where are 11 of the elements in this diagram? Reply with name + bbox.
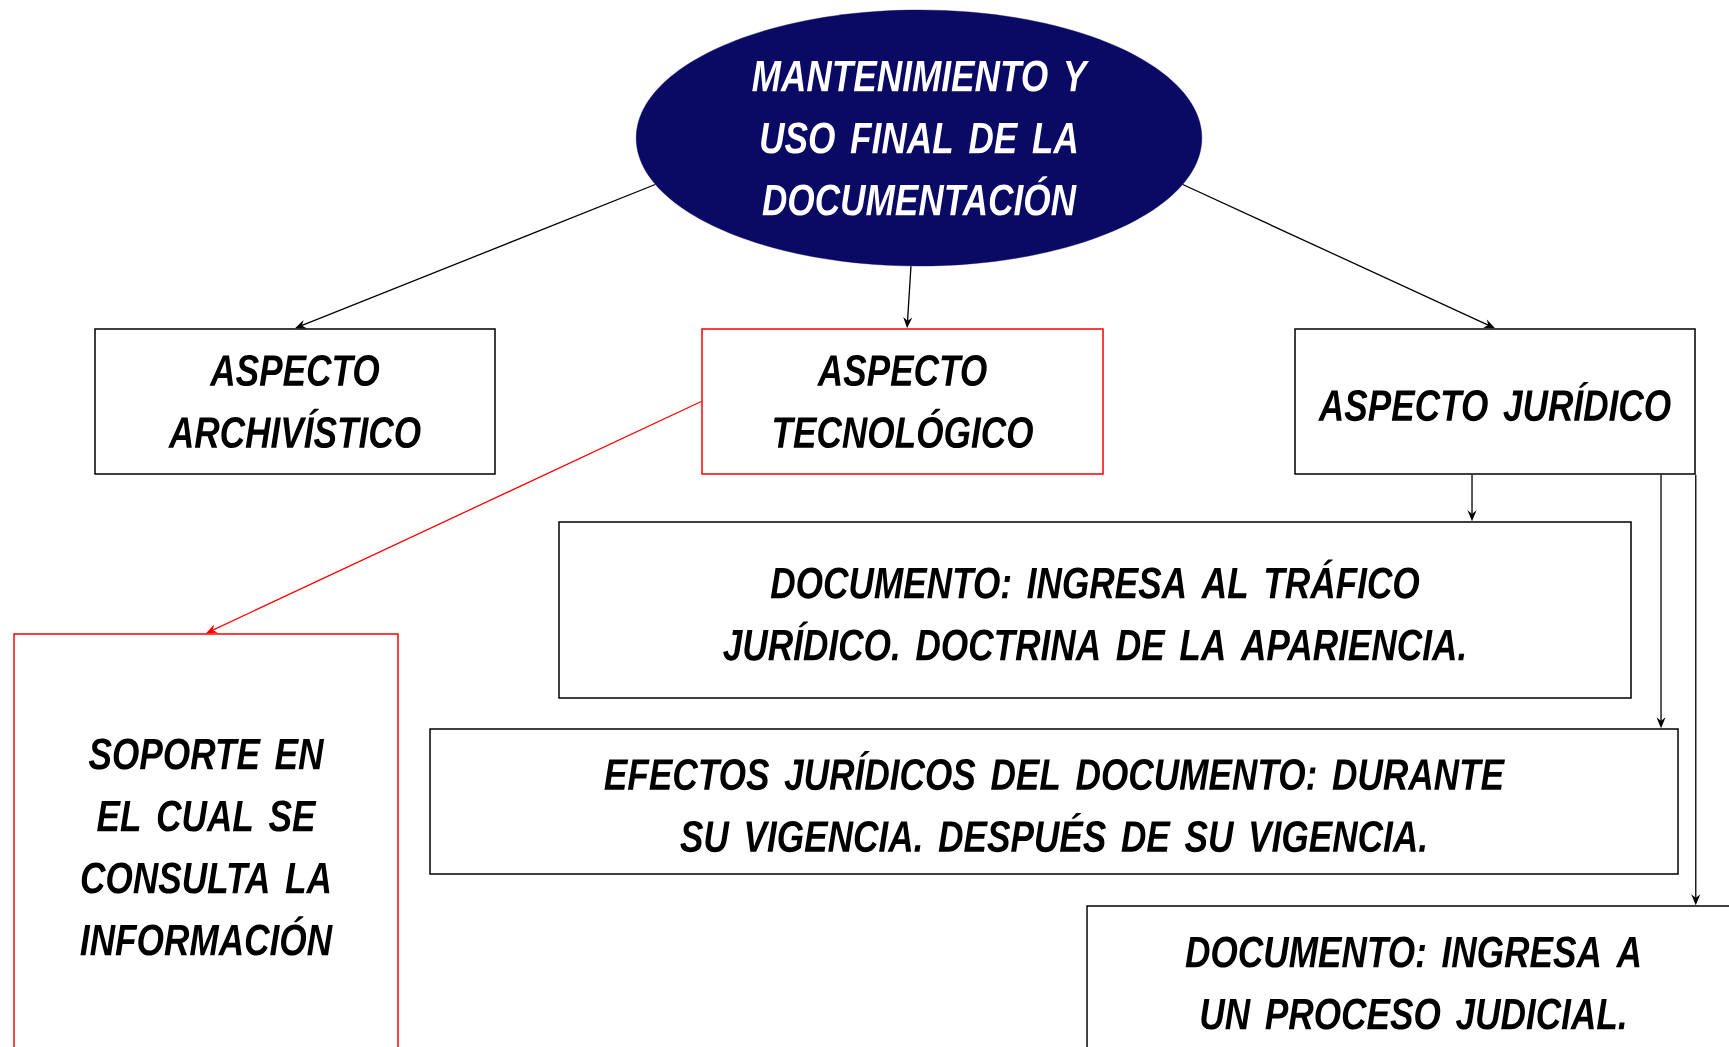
arrow	[295, 183, 656, 329]
text-box: DOCUMENTO: INGRESA AL TRÁFICO JURÍDICO. DOCTRINA DE LA APARIENCIA.	[558, 521, 1632, 699]
text-box: DOCUMENTO: INGRESA A UN PROCESO JUDICIAL.	[1086, 905, 1729, 1047]
text-box: ASPECTO TECNOLÓGICO	[701, 328, 1104, 475]
ellipse-node: MANTENIMIENTO Y USO FINAL DE LA DOCUMENTACIÓN	[635, 9, 1203, 267]
text-box: ASPECTO ARCHIVÍSTICO	[94, 328, 496, 475]
text-box: SOPORTE EN EL CUAL SE CONSULTA LA INFORMACIÓN	[13, 633, 399, 1047]
text-box: EFECTOS JURÍDICOS DEL DOCUMENTO: DURANTE SU VIGENCIA. DESPUÉS DE SU VIGENCIA.	[429, 728, 1679, 875]
arrow	[1182, 183, 1495, 329]
text-box: ASPECTO JURÍDICO	[1294, 328, 1696, 475]
arrow	[206, 400, 702, 634]
